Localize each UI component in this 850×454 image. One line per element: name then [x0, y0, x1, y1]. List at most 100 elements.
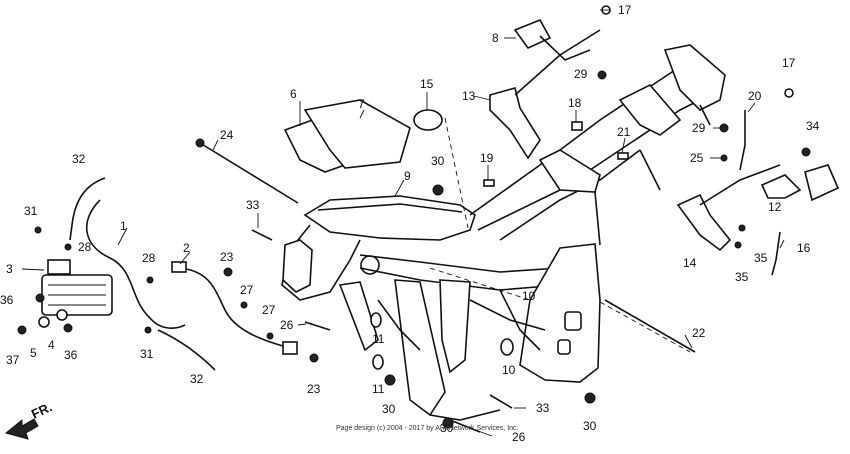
bolt-35a [738, 224, 746, 232]
callout-31b: 31 [140, 347, 154, 361]
callout-10b: 10 [502, 363, 516, 377]
bar-20 [739, 110, 746, 171]
bolt-23b [309, 353, 319, 363]
callout-36b: 36 [64, 348, 78, 362]
nut-30b [384, 374, 396, 386]
callout-11a: 11 [372, 332, 385, 346]
callout-5: 5 [30, 346, 37, 360]
callout-32a: 32 [72, 152, 86, 166]
callout-14: 14 [683, 256, 697, 270]
callout-27a: 27 [240, 283, 254, 297]
callout-33b: 33 [536, 401, 550, 415]
callout-10a: 10 [522, 289, 536, 303]
callout-11b: 11 [372, 382, 385, 396]
bolt-37 [17, 325, 27, 335]
callout-31a: 31 [24, 204, 38, 218]
bracket-7 [303, 99, 411, 169]
bolt-22 [604, 299, 696, 353]
callout-30b: 30 [382, 402, 396, 416]
step-bracket-13 [489, 87, 541, 160]
callout-27b: 27 [262, 303, 276, 317]
clip-27b [266, 332, 274, 340]
plate-8 [513, 18, 552, 49]
bolt-34 [801, 147, 811, 157]
callout-7: 7 [358, 97, 365, 111]
callout-6: 6 [290, 87, 297, 101]
callout-2: 2 [183, 241, 190, 255]
callout-8: 8 [492, 31, 499, 45]
callout-29a: 29 [574, 67, 588, 81]
washer-4 [56, 309, 68, 321]
main-frame [281, 44, 726, 421]
callout-23a: 23 [220, 250, 234, 264]
nut-30c [442, 417, 454, 429]
callout-13: 13 [462, 89, 476, 103]
callout-26a: 26 [280, 318, 294, 332]
harness-2 [177, 267, 291, 349]
callout-15: 15 [420, 77, 434, 91]
nut-30a [432, 184, 444, 196]
callout-labels: 1 2 3 4 5 6 7 8 9 10 10 11 11 12 13 14 1… [0, 3, 820, 444]
callout-33a: 33 [246, 198, 260, 212]
rod-8 [539, 35, 591, 61]
bolt-26-lower [449, 419, 481, 433]
strap-16 [771, 231, 781, 276]
plate-8-right [804, 164, 840, 202]
hose-32-lower [157, 329, 216, 371]
washer-5 [38, 316, 50, 328]
plate-18 [571, 121, 583, 131]
callout-26b: 26 [512, 430, 526, 444]
clip-31a [34, 226, 42, 234]
callout-30d: 30 [583, 419, 597, 433]
callout-30c: 30 [440, 421, 454, 435]
nut-29a [597, 70, 607, 80]
clip-27a [240, 301, 248, 309]
bolt-23a [223, 267, 233, 277]
step-rod-13 [514, 29, 601, 96]
nut-29b [719, 123, 729, 133]
callout-28b: 28 [78, 240, 92, 254]
callout-32b: 32 [190, 372, 204, 386]
guard-12 [760, 174, 802, 199]
step-rod-14 [699, 164, 781, 206]
plate-19 [483, 179, 495, 187]
bolt-36a [35, 293, 45, 303]
clip-28a [146, 276, 154, 284]
callout-21: 21 [617, 125, 631, 139]
bolt-33-upper [251, 229, 273, 241]
callout-36a: 36 [0, 293, 14, 307]
callout-17b: 17 [782, 56, 796, 70]
callout-28a: 28 [142, 251, 156, 265]
front-arrow-icon: FR. [4, 399, 54, 440]
bolt-35b [734, 241, 742, 249]
connector-2a [171, 261, 187, 273]
callout-20: 20 [748, 89, 762, 103]
collar-11a [370, 312, 382, 328]
leader-lines [21, 9, 785, 437]
clip-28b [64, 243, 72, 251]
callout-3: 3 [6, 262, 13, 276]
hose-32-upper [69, 177, 106, 241]
step-bracket-14 [676, 193, 732, 252]
callout-4: 4 [48, 338, 55, 352]
clip-31b [144, 326, 152, 334]
callout-35a: 35 [754, 251, 768, 265]
callout-25: 25 [690, 151, 704, 165]
bolt-24 [199, 142, 299, 204]
callout-9: 9 [404, 169, 411, 183]
bolt-24-head [195, 138, 205, 148]
connector-2b [282, 341, 298, 355]
callout-23b: 23 [307, 382, 321, 396]
bolt-26-upper [304, 321, 331, 331]
front-indicator-label: FR. [29, 399, 54, 421]
callout-1: 1 [120, 219, 127, 233]
hose-1 [86, 199, 186, 329]
callout-22: 22 [692, 326, 706, 340]
collar-11b [372, 354, 384, 370]
callout-17a: 17 [618, 3, 632, 17]
callout-37: 37 [6, 353, 20, 367]
bolt-36b [63, 323, 73, 333]
callout-18: 18 [568, 96, 582, 110]
